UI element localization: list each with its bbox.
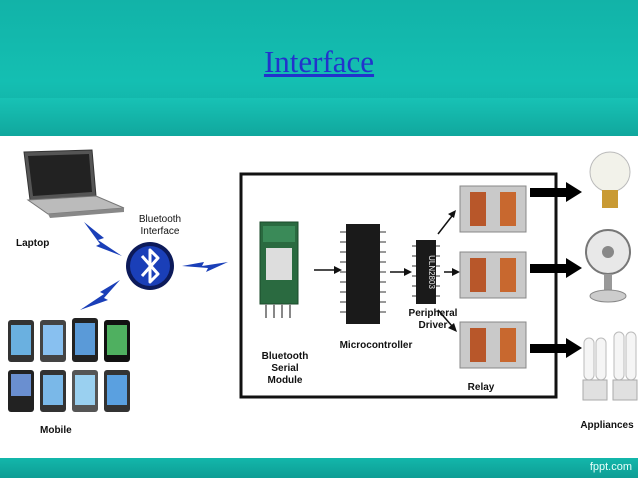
bluetooth-icon xyxy=(126,242,174,290)
arrow-module-mcu xyxy=(314,266,342,274)
microcontroller-chip-icon xyxy=(340,224,386,324)
arrow-relay-fan xyxy=(530,258,582,278)
slide-title[interactable]: Interface xyxy=(263,44,375,79)
relay-icon-2 xyxy=(459,251,527,299)
bluetooth-interface-label: Bluetooth Interface xyxy=(138,214,182,237)
arrow-mcu-driver xyxy=(390,268,412,276)
header-band xyxy=(0,98,638,136)
brand-watermark: fppt.com xyxy=(589,461,632,473)
system-box xyxy=(239,172,558,399)
signal-bolt-module xyxy=(182,262,228,272)
laptop-label: Laptop xyxy=(16,238,50,249)
bluetooth-module-icon xyxy=(259,221,299,318)
cfl-bulbs-icon xyxy=(582,331,638,401)
arrow-driver-relay-3 xyxy=(437,309,457,332)
arrow-driver-relay-2 xyxy=(444,268,460,276)
peripheral-driver-label: Peripheral Driver xyxy=(408,308,458,331)
microcontroller-label: Microcontroller xyxy=(339,340,413,351)
driver-chip-icon xyxy=(412,240,440,304)
relay-label: Relay xyxy=(467,382,495,393)
relay-icon-1 xyxy=(459,185,527,233)
arrow-driver-relay-1 xyxy=(437,210,456,235)
signal-bolt-mobile xyxy=(80,280,120,310)
laptop-icon xyxy=(23,149,125,218)
mobile-phones-icon xyxy=(8,318,130,412)
slide-footer xyxy=(0,458,638,478)
table-fan-icon xyxy=(585,229,631,303)
arrow-relay-bulb xyxy=(530,182,582,202)
appliances-label: Appliances xyxy=(580,420,634,431)
driver-chip-label: ULN2803 xyxy=(427,255,436,289)
bt-module-label: Bluetooth Serial Module xyxy=(261,351,309,386)
light-bulb-icon xyxy=(589,151,631,208)
arrow-relay-cfl xyxy=(530,338,582,358)
relay-icon-3 xyxy=(459,321,527,369)
signal-bolt-laptop xyxy=(84,222,122,256)
mobile-label: Mobile xyxy=(40,425,72,436)
